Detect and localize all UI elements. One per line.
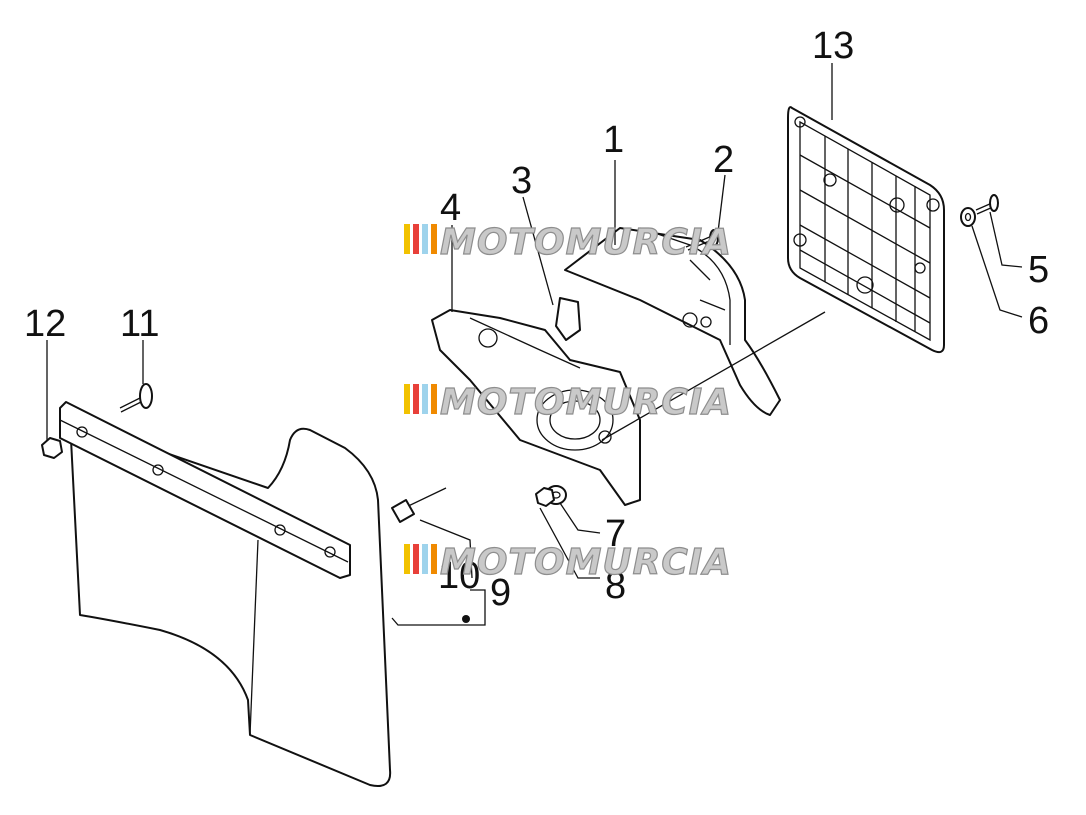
callout-1: 1 (603, 119, 624, 161)
watermark-bottom: MOTOMURCIA (404, 541, 732, 584)
watermark-text: MOTOMURCIA (440, 542, 732, 583)
part-9-mudflap (69, 419, 392, 787)
part-3-clip-nut (555, 297, 581, 341)
reference-dot (462, 615, 470, 623)
callout-labels: 13 1 2 3 4 5 6 7 8 9 10 11 12 (24, 25, 1049, 614)
callout-4: 4 (440, 187, 461, 229)
part-13-plate-holder (787, 106, 945, 354)
watermark-stripe (404, 384, 410, 414)
watermark-text: MOTOMURCIA (440, 222, 732, 263)
part-11-screw (119, 383, 153, 413)
watermark-stripe (422, 224, 428, 254)
part-10-rivet (391, 487, 447, 523)
part-8-nut (535, 487, 555, 507)
part-5-screw (975, 194, 999, 215)
callout-10: 10 (438, 555, 480, 597)
part-4-inner-cover (431, 309, 641, 506)
part-2-screw (685, 229, 719, 251)
part-1-bracket (564, 227, 781, 416)
callout-9: 9 (490, 572, 511, 614)
watermark-stripe (431, 224, 437, 254)
watermark-stripe (422, 544, 428, 574)
watermark-top: MOTOMURCIA (404, 221, 732, 264)
callout-2: 2 (713, 139, 734, 181)
leader-lines (46, 63, 1023, 626)
part-6-washer (960, 207, 976, 227)
watermark-middle: MOTOMURCIA (404, 381, 732, 424)
callout-5: 5 (1028, 249, 1049, 291)
watermark-stripe (413, 224, 419, 254)
watermark-stripe (413, 384, 419, 414)
callout-8: 8 (605, 565, 626, 607)
watermark-stripe (404, 544, 410, 574)
callout-13: 13 (812, 25, 854, 67)
watermark-text: MOTOMURCIA (440, 382, 732, 423)
callout-6: 6 (1028, 300, 1049, 342)
watermark-stripe (422, 384, 428, 414)
callout-12: 12 (24, 303, 66, 345)
callout-11: 11 (120, 303, 159, 345)
watermark-stripe (431, 544, 437, 574)
watermark-stripe (413, 544, 419, 574)
callout-7: 7 (605, 513, 626, 555)
watermark-stripe (431, 384, 437, 414)
part-12-nut (41, 437, 63, 459)
watermark-stripe (404, 224, 410, 254)
callout-3: 3 (511, 160, 532, 202)
part-9-rail (59, 401, 351, 579)
